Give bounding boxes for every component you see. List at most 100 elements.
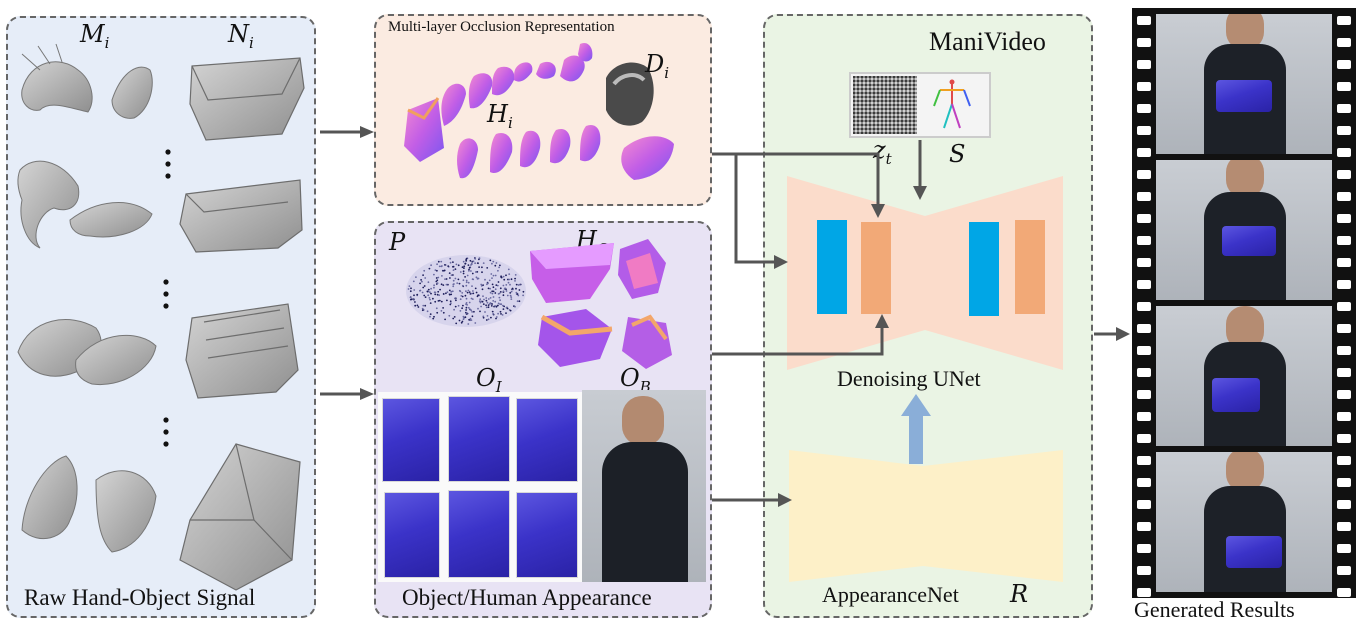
arrow-occlusion-to-unet-top xyxy=(712,152,880,206)
hand-mesh-row-1 xyxy=(21,43,153,119)
film-hole xyxy=(1337,390,1351,399)
film-hole xyxy=(1337,104,1351,113)
point xyxy=(411,298,413,301)
point xyxy=(466,312,468,314)
point xyxy=(517,284,520,286)
point xyxy=(502,284,505,287)
point xyxy=(480,305,482,308)
point xyxy=(482,262,485,264)
point-cloud-points xyxy=(407,257,525,325)
point xyxy=(444,278,446,280)
point xyxy=(476,271,479,273)
point xyxy=(426,290,429,293)
point xyxy=(461,307,463,310)
object-photo-1 xyxy=(382,398,440,482)
appearance-renders xyxy=(406,239,672,369)
point xyxy=(441,265,443,267)
point xyxy=(516,300,519,303)
point xyxy=(498,292,501,295)
point xyxy=(505,290,508,292)
point xyxy=(424,277,427,279)
point xyxy=(470,262,473,265)
point xyxy=(485,304,487,307)
point xyxy=(450,291,452,293)
point xyxy=(462,315,465,318)
point xyxy=(465,257,468,260)
result-frame-3 xyxy=(1156,306,1332,446)
point xyxy=(522,290,525,293)
point xyxy=(436,293,439,296)
hand-mesh-row-2 xyxy=(17,160,153,249)
film-hole xyxy=(1337,456,1351,465)
film-hole xyxy=(1337,170,1351,179)
point xyxy=(490,273,493,275)
point xyxy=(470,292,473,295)
point xyxy=(452,274,454,276)
point xyxy=(495,305,498,308)
point xyxy=(507,281,510,284)
point xyxy=(456,282,459,284)
point xyxy=(488,279,491,282)
point xyxy=(479,298,482,301)
point xyxy=(448,272,451,274)
point xyxy=(464,262,467,265)
point xyxy=(499,291,502,293)
point xyxy=(481,288,484,291)
point xyxy=(437,300,440,302)
point xyxy=(482,295,484,298)
label-d: Di xyxy=(645,50,670,82)
point xyxy=(459,298,462,301)
point xyxy=(477,277,480,280)
point xyxy=(481,300,484,303)
film-hole xyxy=(1137,522,1151,531)
point xyxy=(474,322,477,324)
point xyxy=(495,284,498,286)
point xyxy=(461,292,464,294)
point xyxy=(502,290,505,293)
point xyxy=(499,287,502,290)
film-hole xyxy=(1337,588,1351,597)
point xyxy=(455,299,457,302)
point xyxy=(427,281,430,284)
point xyxy=(500,313,502,315)
point xyxy=(445,292,447,295)
point xyxy=(419,282,421,285)
point xyxy=(438,265,441,268)
point xyxy=(508,278,510,281)
point xyxy=(491,292,494,295)
point xyxy=(422,286,425,289)
result-frame-1 xyxy=(1156,14,1332,154)
point xyxy=(413,289,416,291)
point xyxy=(423,285,426,287)
point xyxy=(491,283,494,286)
point xyxy=(487,318,490,321)
point xyxy=(454,277,457,280)
point xyxy=(450,302,452,305)
point xyxy=(435,280,438,283)
film-hole xyxy=(1137,500,1151,509)
film-hole xyxy=(1137,60,1151,69)
point xyxy=(433,273,435,276)
label-p: P xyxy=(389,228,406,256)
film-hole xyxy=(1137,214,1151,223)
point xyxy=(429,313,432,315)
film-hole xyxy=(1337,324,1351,333)
point xyxy=(480,283,483,286)
film-hole xyxy=(1137,38,1151,47)
point xyxy=(479,301,482,304)
point xyxy=(468,318,470,321)
point xyxy=(442,284,445,286)
unet-block-blue-2 xyxy=(969,222,999,316)
point xyxy=(436,279,439,282)
film-hole xyxy=(1337,38,1351,47)
point xyxy=(442,311,445,314)
point xyxy=(450,293,453,296)
object-photo-5 xyxy=(448,490,510,578)
film-hole xyxy=(1337,60,1351,69)
point xyxy=(518,300,521,303)
point xyxy=(441,275,443,277)
noise-latent xyxy=(853,76,917,134)
point xyxy=(410,287,412,290)
point xyxy=(471,272,474,275)
point xyxy=(459,290,462,293)
